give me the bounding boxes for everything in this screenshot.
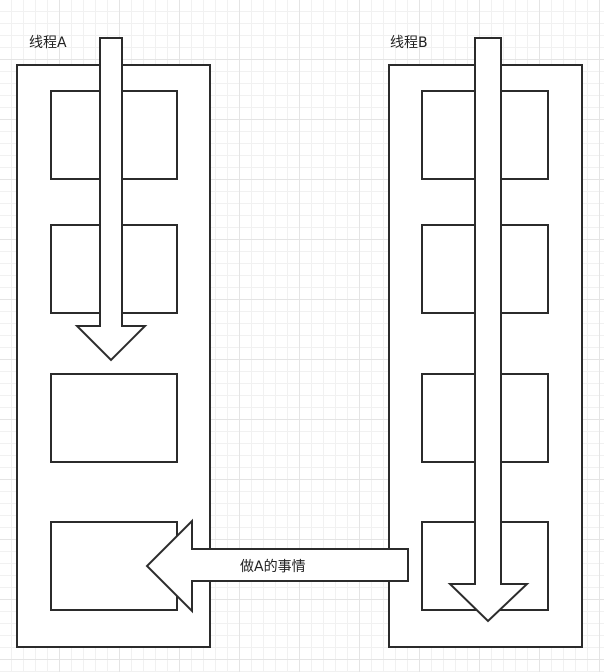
thread-a-label: 线程A	[29, 35, 67, 51]
thread-b-label: 线程B	[390, 35, 428, 51]
thread-a-task-3	[50, 373, 178, 463]
thread-b-down-arrow	[447, 37, 530, 623]
thread-a-down-arrow	[74, 37, 148, 362]
cross-thread-arrow	[145, 518, 409, 614]
cross-thread-arrow-label: 做A的事情	[240, 559, 306, 575]
